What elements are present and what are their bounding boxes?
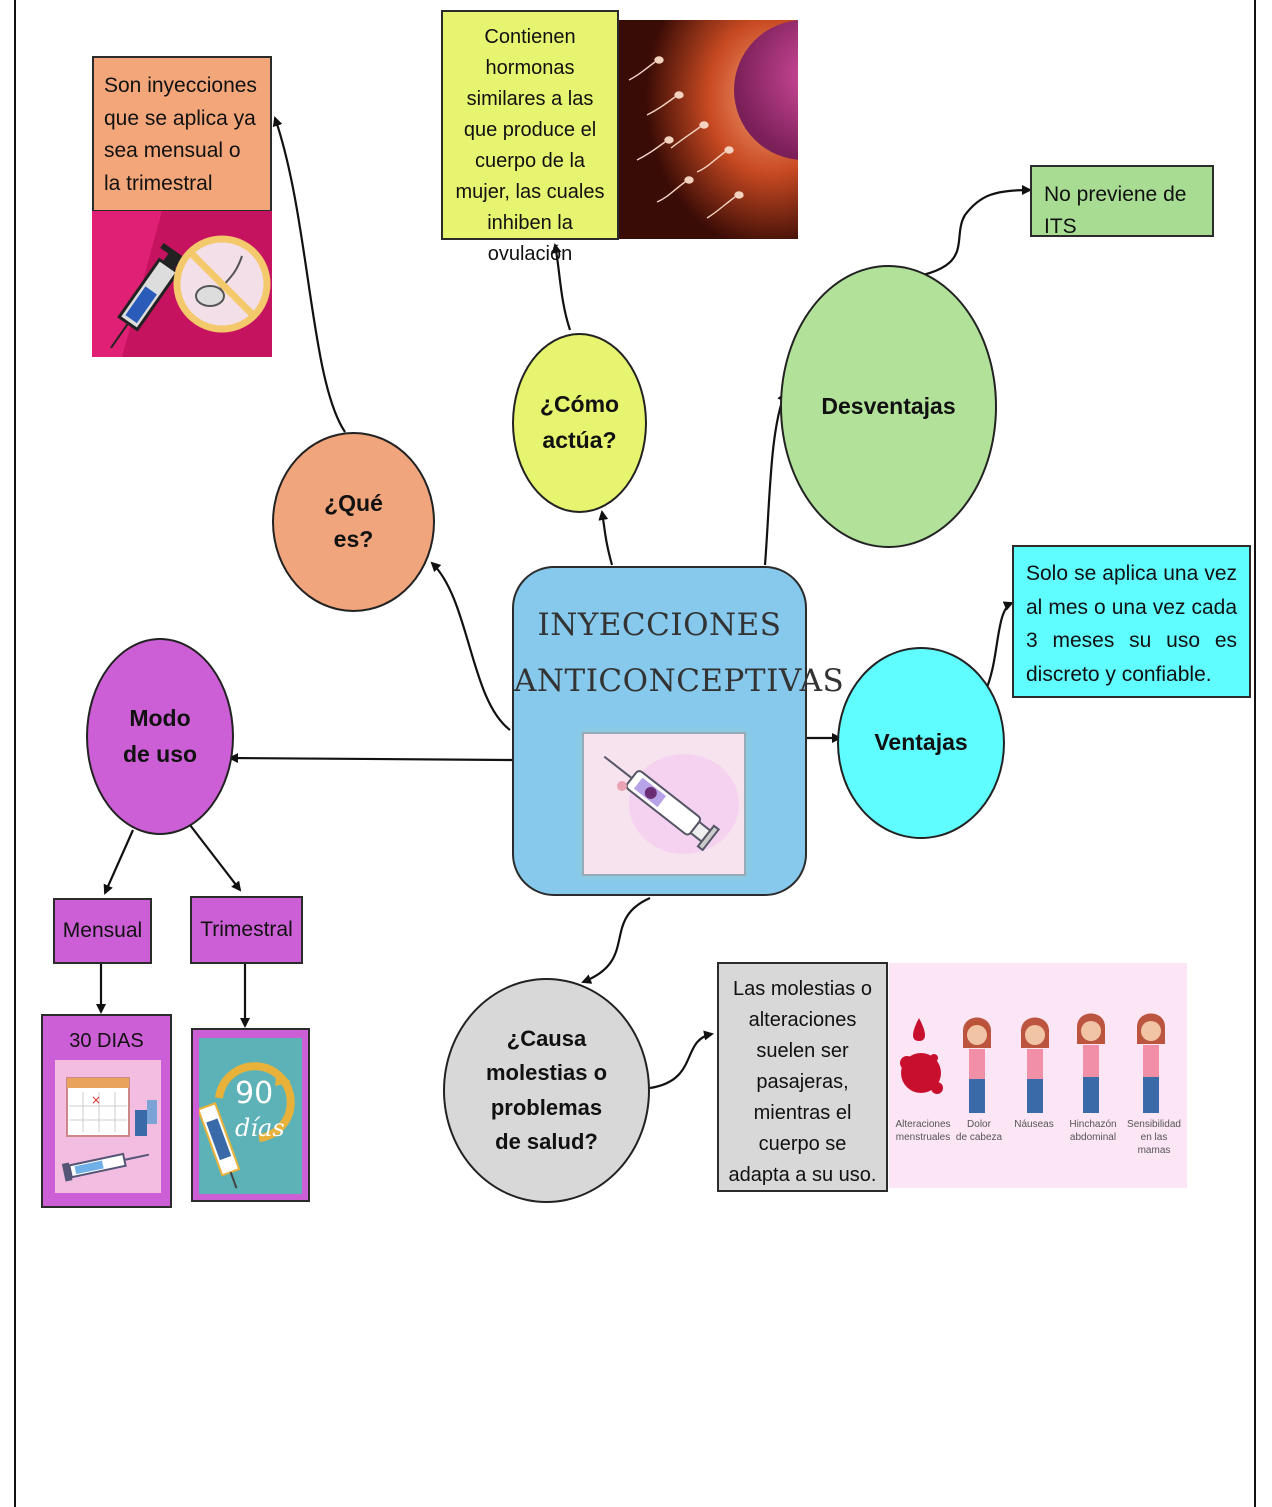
modo-uso-node: Modo de uso [86,638,234,835]
figure-1 [963,1017,991,1113]
ninety-word: días [235,1114,285,1142]
symptom-5-line1: Sensibilidad [1127,1119,1181,1130]
ninety-days-image: 90 días [199,1038,302,1194]
molestias-line1: ¿Causa [506,1026,587,1052]
center-node: INYECCIONES ANTICONCEPTIVAS [512,566,845,896]
molestias-line3: problemas [490,1094,603,1120]
thirty-days-label: 30 DIAS [69,1030,144,1052]
desventajas-label: Desventajas [821,392,956,419]
que-es-text-box: Son inyecciones que se aplica ya sea men… [92,56,272,212]
figure-3 [1077,1013,1105,1113]
thirty-days-box: 30 DIAS × [41,1014,172,1208]
modo-uso-line1: Modo [129,704,191,731]
sperm-egg-image [619,20,798,239]
ninety-days-box: 90 días [191,1028,310,1202]
left-border [14,0,16,1507]
symptom-1-line1: Alteraciones [895,1119,951,1130]
como-actua-node: ¿Cómo actúa? [512,333,647,513]
symptom-1-line2: menstruales [895,1132,951,1143]
arrow-modo-to-trimestral [189,824,242,892]
figure-2 [1021,1017,1049,1113]
center-title-line2: ANTICONCEPTIVAS [514,662,845,699]
symptom-4-line2: abdominal [1069,1132,1117,1143]
desventajas-text-box: No previene de ITS [1030,165,1214,238]
desventajas-text: No previene de ITS [1044,183,1187,238]
arrow-to-como-actua [598,510,614,566]
mensual-label: Mensual [62,919,143,943]
symptom-5: Sensibilidad en las mamas [1123,1118,1185,1157]
right-border [1254,0,1256,1507]
como-actua-line1: ¿Cómo [539,391,620,418]
symptom-2: Dolor de cabeza [953,1118,1005,1144]
ventajas-text-box: Solo se aplica una vez al mes o una vez … [1012,545,1251,698]
arrow-que-es-to-text [272,116,346,433]
figure-4 [1137,1013,1165,1113]
arrow-to-que-es [430,561,511,731]
symptom-2-line1: Dolor [967,1119,991,1130]
mensual-box: Mensual [53,898,152,964]
symptom-5-line2: en las mamas [1137,1132,1171,1156]
trimestral-box: Trimestral [190,896,303,964]
arrow-modo-to-mensual [103,829,135,895]
molestias-text-box: Las molestias o alteraciones suelen ser … [717,962,888,1192]
molestias-text: Las molestias o alteraciones suelen ser … [728,978,877,1186]
calendar-image: × [55,1060,161,1193]
molestias-node: ¿Causa molestias o problemas de salud? [443,978,650,1203]
symptom-4: Hinchazón abdominal [1065,1118,1121,1144]
que-es-node: ¿Qué es? [272,432,435,612]
center-title: INYECCIONES ANTICONCEPTIVAS [514,598,845,710]
symptom-3-line1: Náuseas [1014,1119,1054,1130]
que-es-text: Son inyecciones que se aplica ya sea men… [104,74,257,195]
arrow-molestias-to-text [649,1030,714,1090]
symptoms-image: Alteraciones menstruales Dolor de cabeza… [889,963,1187,1188]
arrow-to-molestias [581,896,651,984]
como-actua-line2: actúa? [542,427,617,453]
trimestral-label: Trimestral [200,918,293,942]
arrow-to-modo-uso [228,753,513,764]
como-actua-text: Contienen hormonas similares a las que p… [455,26,605,265]
ventajas-label: Ventajas [874,729,968,756]
como-actua-text-box: Contienen hormonas similares a las que p… [441,10,619,265]
symptom-4-line1: Hinchazón [1069,1119,1117,1130]
injection-no-sperm-image [92,211,272,357]
molestias-line2: molestias o [485,1060,608,1086]
syringe-illustration [582,732,746,876]
que-es-line1: ¿Qué [324,490,383,517]
arrow-ventajas-to-text [984,601,1014,693]
center-title-line1: INYECCIONES [537,607,782,643]
symptom-3: Náuseas [1009,1118,1059,1131]
molestias-line4: de salud? [495,1128,598,1154]
arrow-desventajas-to-text [894,185,1032,282]
desventajas-node: Desventajas [780,265,997,548]
ventajas-node: Ventajas [837,647,1005,839]
svg-text:×: × [91,1093,101,1107]
modo-uso-line2: de uso [122,740,198,767]
symptom-2-line2: de cabeza [955,1132,1003,1143]
ninety-number: 90 [235,1076,274,1111]
symptom-1: Alteraciones menstruales [893,1118,953,1144]
que-es-line2: es? [333,526,374,552]
ventajas-text: Solo se aplica una vez al mes o una vez … [1026,562,1237,686]
